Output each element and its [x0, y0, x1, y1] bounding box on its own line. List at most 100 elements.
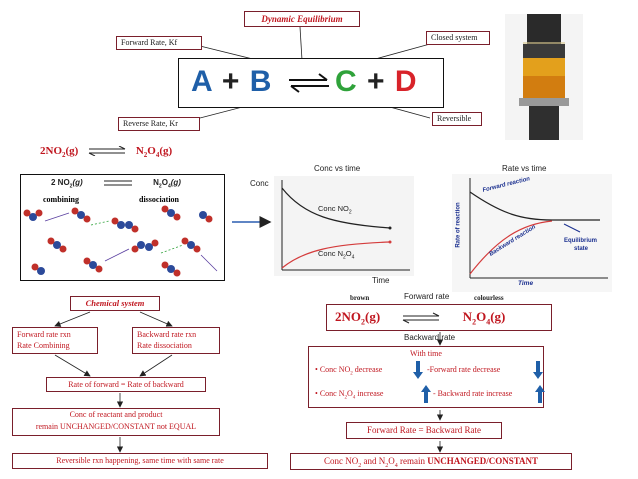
equilibrium-arrow-icon: [103, 180, 132, 186]
molecule: [23, 205, 218, 277]
colourless-label: colourless: [474, 294, 504, 302]
rate-time-label: Time: [518, 280, 534, 287]
connector-line: [299, 26, 303, 61]
forward-equals-text: Forward Rate = Backward Rate: [366, 425, 482, 435]
species-d: D: [394, 65, 418, 98]
backward-rate-box: Backward rate rxn Rate dissociation: [132, 327, 220, 354]
forward-rate-label: Forward Rate, Kf: [116, 36, 202, 50]
conc-constant-box: Conc of reactant and product remain UNCH…: [12, 408, 220, 436]
conc-constant-line2: remain UNCHANGED/CONSTANT not EQUAL: [35, 422, 197, 431]
rate-chart: Rate vs time Forward reaction Backward r…: [452, 164, 612, 292]
reverse-rate-text: Reverse Rate, Kr: [123, 119, 178, 128]
backward-rate-caption: Backward rate: [404, 333, 456, 342]
down-arrow-icon: [533, 361, 543, 379]
line2-o: O: [346, 389, 353, 398]
rate-equal-box: Rate of forward = Rate of backward: [46, 377, 206, 392]
tree-arrow: [54, 354, 91, 377]
reversible-happening-box: Reversible rxn happening, same time with…: [12, 453, 268, 469]
subscript: 4: [167, 183, 171, 190]
panel-product-o: O: [161, 178, 168, 187]
reaction-equation-left: 2NO2(g) N2O4(g): [40, 145, 200, 163]
equilibrium-label-1: Equilibrium: [564, 238, 597, 244]
subscript: 2: [158, 183, 162, 190]
with-time-box: With time • Conc NO2 decrease -Forward r…: [308, 346, 545, 408]
subscript: 2: [361, 317, 365, 327]
line1-part-c: -Forward rate decrease: [427, 365, 501, 374]
conc-constant-line1: Conc of reactant and product: [69, 410, 163, 419]
equation-products: C + D: [335, 65, 418, 99]
conc-chart-plot: [274, 176, 414, 276]
subscript: 2: [69, 183, 73, 190]
backward-curve: [469, 220, 553, 275]
conc-time-label: Time: [372, 276, 390, 285]
subscript: 2: [62, 151, 66, 160]
down-arrow-icon: [413, 361, 423, 379]
reverse-rate-label: Reverse Rate, Kr: [118, 117, 200, 131]
chemical-system-text: Chemical system: [85, 298, 145, 308]
equilibrium-pointer: [563, 223, 581, 233]
plus-sign: +: [221, 65, 241, 98]
product-formula: N: [135, 145, 144, 157]
forward-rate-line2: Rate Combining: [17, 341, 70, 350]
equilibrium-arrow-icon: [289, 73, 329, 93]
equation-box: A + B C + D: [178, 58, 444, 108]
forward-rate-caption: Forward rate: [404, 292, 450, 301]
species-b: B: [249, 65, 273, 98]
n2o4-text: Conc N: [318, 249, 344, 258]
right-reactant: 2NO: [335, 309, 361, 324]
dissociation-label: dissociation: [139, 195, 180, 204]
conc-chart: Conc vs time Conc Conc NO2 Conc N2O4 Tim…: [250, 164, 414, 286]
state-symbol: (g): [490, 309, 506, 324]
right-product: N: [462, 309, 473, 324]
forward-rate-line1: Forward rate rxn: [17, 330, 71, 339]
panel-product: N: [153, 178, 159, 187]
syringe-image: [519, 14, 569, 140]
panel-equation: 2 NO2(g) N2O4(g): [51, 178, 181, 190]
subscript: 4: [351, 254, 355, 261]
subscript: 2: [348, 209, 352, 216]
equation-text: A + B: [191, 65, 272, 99]
final-part-a: Conc NO: [323, 456, 359, 466]
with-time-line2: • Conc N2O4 increase: [315, 389, 384, 401]
subscript: 4: [486, 317, 491, 327]
reversible-label: Reversible: [432, 112, 482, 126]
tree-arrow: [139, 354, 173, 377]
final-part-e: UNCHANGED/CONSTANT: [427, 456, 539, 466]
n2o4-curve: [281, 241, 391, 269]
equilibrium-arrow-icon: [403, 312, 440, 324]
title-box: Dynamic Equilibrium: [244, 11, 360, 27]
subscript: 2: [358, 462, 362, 469]
right-reaction-box: 2NO2(g) N2O4(g): [326, 304, 552, 331]
no2-label: Conc NO2: [318, 204, 352, 216]
with-time-line1: • Conc NO2 decrease: [315, 365, 383, 377]
plus-sign: +: [367, 65, 386, 98]
subscript: 2: [143, 151, 148, 160]
subscript: 2: [385, 462, 389, 469]
state-symbol: (g): [65, 145, 79, 157]
product-formula-o: O: [147, 145, 156, 157]
no2-curve: [281, 187, 391, 229]
n2o4-label: Conc N2O4: [318, 249, 354, 261]
combining-label: combining: [43, 195, 80, 204]
subscript: 2: [350, 371, 353, 377]
subscript: 4: [352, 395, 356, 401]
subscript: 2: [343, 254, 346, 261]
n2o4-o: O: [345, 249, 352, 258]
with-time-title: With time: [410, 349, 442, 358]
right-product-o: O: [476, 309, 487, 324]
closed-system-text: Closed system: [431, 33, 478, 42]
final-conclusion-box: Conc NO2 and N2O4 remain UNCHANGED/CONST…: [290, 453, 572, 470]
reversible-text: Reversible: [437, 114, 472, 123]
line2-part-a: Conc N: [319, 389, 345, 398]
up-arrow-icon: [421, 385, 431, 403]
final-part-b: and N: [361, 456, 386, 466]
backward-rate-line2: Rate dissociation: [137, 341, 192, 350]
panel-reactant: 2 NO: [51, 178, 70, 187]
rate-axis-label: Rate of reaction: [455, 202, 462, 248]
tree-arrow-right: [139, 311, 173, 327]
state-symbol: (g): [159, 145, 173, 157]
conc-axis-label: Conc: [250, 179, 269, 188]
subscript: 2: [472, 317, 477, 327]
brown-label: brown: [350, 294, 370, 302]
closed-system-photo: [505, 14, 583, 140]
